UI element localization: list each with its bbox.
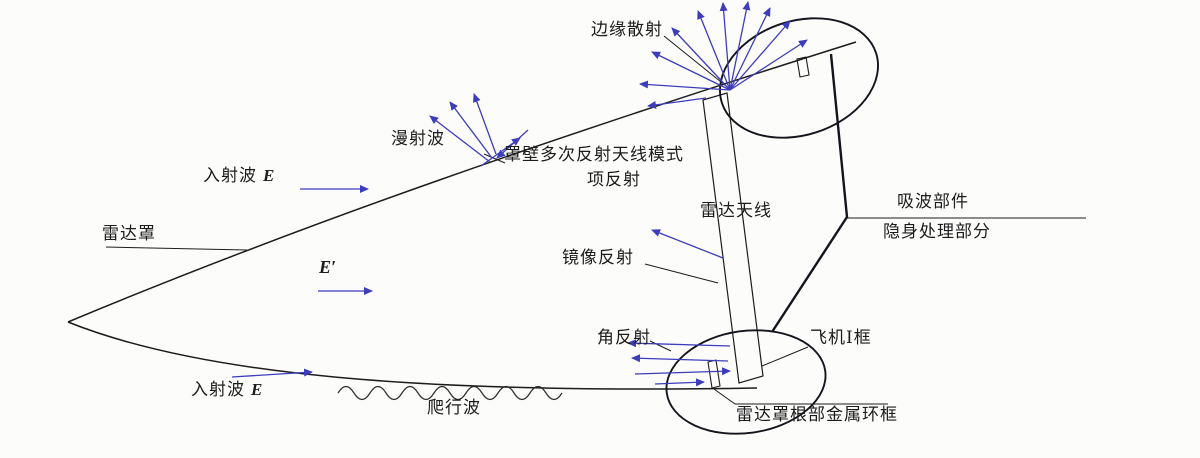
edge-scatter-label: 边缘散射 [591,20,663,39]
incident-wave-bottom-symbol: E [251,380,263,399]
edge-scatter-pointer [663,35,727,87]
diffuse-wave-arrow [449,101,493,159]
edge-scatter-arrow [719,2,731,91]
edge-scatter-arrow [729,39,808,91]
corner-reflect-arrow [654,378,705,387]
edge-scatter-arrow [651,51,731,91]
corner-reflect-arrow [631,354,729,363]
radome-pointer [105,246,248,251]
edge-scatter-arrow [729,7,771,91]
wave-arrows [231,1,808,387]
radome-outline-top [67,41,857,323]
e-prime-label: E′ [319,257,337,277]
absorber-label-line2: 隐身处理部分 [883,222,991,241]
mirror-reflect-arrow [651,229,724,259]
aircraft-frame-pointer [761,346,809,367]
absorber-connector-line [770,53,849,333]
top-highlight-ellipse [719,17,879,139]
mirror-reflect-pointer [644,263,719,284]
root-ring-frame-shape [707,359,721,389]
mirror-reflect-label: 镜像反射 [562,248,634,267]
incident-wave-bottom-text: 入射波 [191,380,245,399]
absorber-label-line1: 吸波部件 [897,192,969,211]
radar-antenna-label: 雷达天线 [700,201,772,220]
edge-scatter-arrow [647,97,707,109]
creeping-wave-label: 爬行波 [427,398,481,417]
callout-lines [105,35,888,405]
incident-wave-arrow-bottom [231,368,313,378]
antenna-body [702,92,764,384]
corner-reflect-arrow [634,367,731,376]
corner-reflect-pointer [649,340,672,352]
incident-wave-bottom-label: 入射波 E [191,380,263,400]
corner-reflect-label: 角反射 [597,328,651,347]
diffuse-wave-arrow [472,93,497,155]
metal-ring-pointer [713,388,888,405]
wall-reflect-label-line1: 罩壁多次反射天线模式 [504,145,684,164]
radome-outline-bottom [67,321,758,390]
edge-scatter-arrow [697,10,731,91]
wall-reflect-label-line2: 项反射 [587,170,641,189]
bottom-highlight-ellipse [665,329,827,435]
edge-scatter-arrow [729,20,791,91]
incident-wave-symbol: E [263,166,275,185]
wall-reflect-pointer [483,153,506,164]
wall-bounce-arrow [496,129,529,159]
edge-scatter-arrow [639,80,731,91]
aircraft-frame-label: 飞机Ⅰ框 [810,328,872,347]
creeping-wave-path [337,385,563,401]
diffuse-wave-arrow [429,115,491,163]
edge-scatter-arrow [729,1,751,91]
radome-label: 雷达罩 [102,224,156,243]
incident-wave-top-label: 入射波 E [203,166,275,186]
edge-scatter-arrow [671,27,731,91]
incident-wave-text: 入射波 [203,166,257,185]
diffuse-wave-label: 漫射波 [391,129,445,148]
metal-ring-label: 雷达罩根部金属环框 [736,405,898,424]
corner-reflect-arrow [627,339,731,348]
antenna-top-bracket [796,56,810,78]
